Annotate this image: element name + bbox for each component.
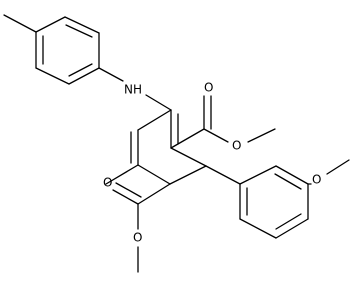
bond (247, 128, 276, 143)
amine-label: NH (124, 83, 142, 97)
atom-labels: NH O O O O O (103, 81, 321, 245)
ester-bottom-ether-o-label: O (133, 231, 142, 245)
ester-top-ether-o-label: O (232, 139, 241, 153)
bond (105, 164, 139, 185)
bond (137, 183, 171, 205)
bond (65, 24, 93, 38)
bond (112, 189, 139, 205)
bond (3, 14, 37, 33)
bond (170, 128, 205, 149)
bond (115, 182, 142, 198)
bond (275, 213, 302, 230)
bond (64, 16, 100, 34)
bond (137, 109, 172, 131)
bond (35, 67, 70, 85)
bonds (3, 14, 350, 273)
bond (239, 218, 277, 239)
bond (137, 164, 171, 185)
bond (98, 67, 124, 82)
bond (275, 218, 309, 239)
bond (239, 165, 277, 185)
ester-bottom-carbonyl-o-label: O (103, 176, 112, 190)
bond (68, 63, 93, 77)
bond (205, 165, 241, 185)
bond (275, 165, 309, 185)
bond (326, 159, 350, 175)
methoxy-o-label: O (312, 173, 321, 187)
ester-top-carbonyl-o-label: O (204, 81, 213, 95)
bond (169, 165, 207, 185)
bond (203, 128, 229, 143)
bond (145, 94, 172, 111)
bond (274, 173, 302, 190)
bond (68, 67, 100, 85)
bond (170, 147, 207, 167)
bond (35, 16, 66, 33)
